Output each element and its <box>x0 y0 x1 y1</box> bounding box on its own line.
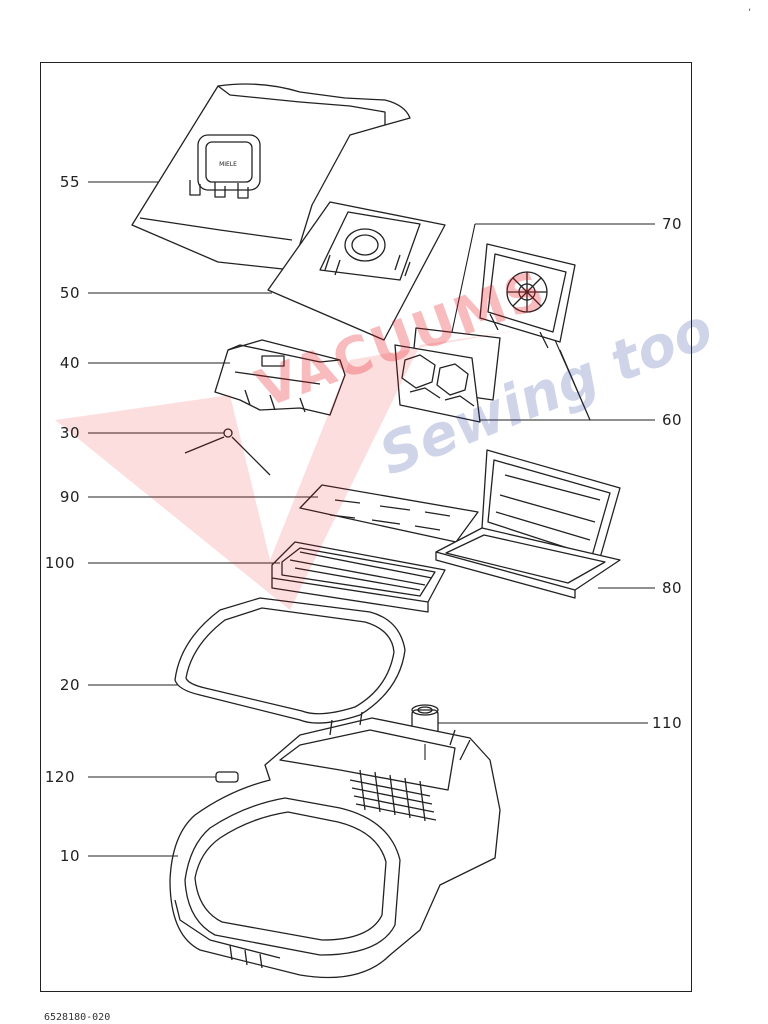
part-40-bag-holder <box>214 339 346 416</box>
part-20-seal <box>174 597 406 724</box>
leader-lines <box>88 181 655 857</box>
callout-70: 70 <box>662 215 683 233</box>
callout-80: 80 <box>662 579 683 597</box>
part-10-housing <box>169 711 501 979</box>
callout-100: 100 <box>44 554 75 572</box>
callout-10: 10 <box>59 847 80 865</box>
part-80-hepa-filter <box>435 449 621 599</box>
part-120-pin <box>215 771 239 783</box>
part-90-filter-mat <box>299 484 479 543</box>
part-70-exhaust-grille <box>479 243 576 349</box>
callout-40: 40 <box>59 354 80 372</box>
diagram-frame <box>40 62 692 992</box>
callout-110: 110 <box>652 714 683 732</box>
callout-30: 30 <box>59 424 80 442</box>
callout-90: 90 <box>59 488 80 506</box>
part-50-collar-plate <box>267 201 446 341</box>
part-55-dust-bag: MIELE <box>131 83 411 271</box>
part-30-spring <box>184 428 271 476</box>
corner-mark: , <box>748 2 752 13</box>
part-60-filter-frame <box>394 327 501 423</box>
bag-brand-text: MIELE <box>219 161 237 168</box>
callout-55: 55 <box>59 173 80 191</box>
callout-50: 50 <box>59 284 80 302</box>
document-code: 6528180-020 <box>44 1012 111 1023</box>
callout-120: 120 <box>44 768 75 786</box>
callout-20: 20 <box>59 676 80 694</box>
part-100-motor-filter <box>271 541 446 613</box>
callout-60: 60 <box>662 411 683 429</box>
